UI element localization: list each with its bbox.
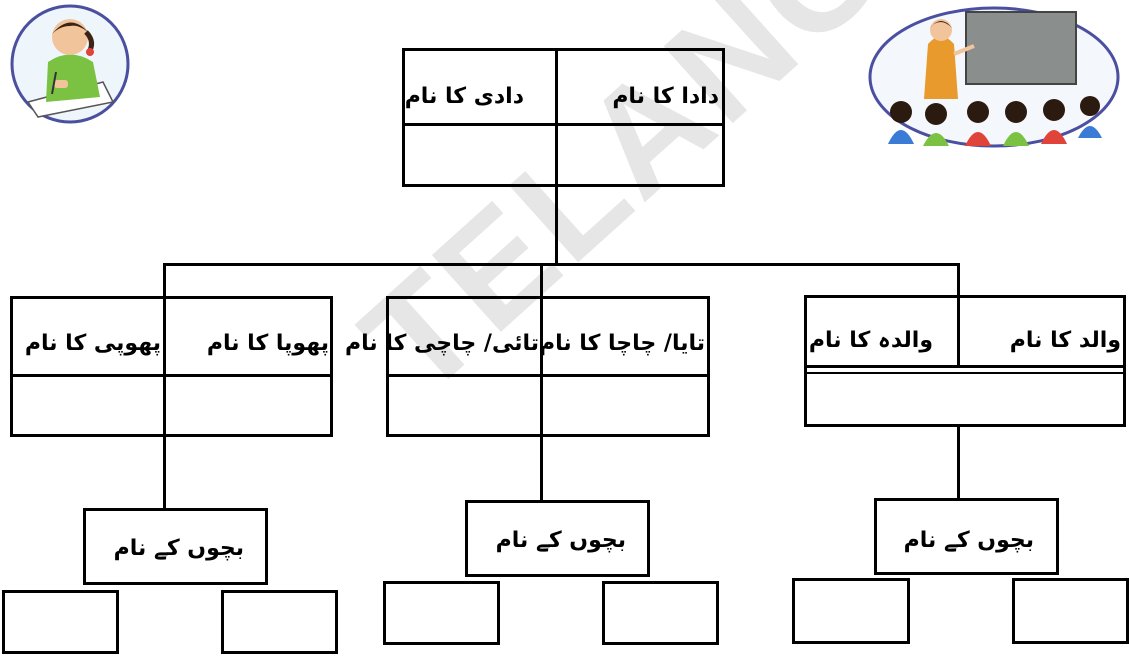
phupi-children-connector: [163, 437, 166, 509]
parents-divider-horizontal: [804, 365, 1126, 368]
parents-children-label: بچوں کے نام: [903, 528, 1034, 553]
phupi-children-label: بچوں کے نام: [113, 536, 244, 561]
phupi-child-field-1[interactable]: [221, 590, 338, 654]
grandfather-name-field[interactable]: [558, 126, 722, 184]
grandfather-name-label: دادا کا نام: [612, 84, 719, 109]
grandmother-name-label: دادی کا نام: [404, 84, 524, 109]
parents-child-field-2[interactable]: [792, 578, 910, 644]
parents-divider-vertical: [957, 295, 960, 365]
aunt-name-label: تائی/ چاچی کا نام: [345, 331, 539, 356]
uncle-aunt-children-label: بچوں کے نام: [495, 528, 626, 553]
uncle-aunt-children-label-box: [465, 500, 650, 577]
sibling-bus-connector: [163, 263, 960, 266]
teacher-classroom-illustration: [868, 6, 1120, 148]
phupi-box: [10, 296, 333, 437]
uncle-aunt-child-field-1[interactable]: [602, 581, 719, 645]
parents-divider-horizontal-2: [804, 372, 1126, 374]
drop-connector-left: [163, 263, 166, 296]
girl-writing-illustration: [10, 4, 130, 124]
phupi-divider-horizontal: [10, 374, 333, 377]
phupa-name-label: پھوپا کا نام: [206, 331, 329, 356]
phupi-name-label: پھوپی کا نام: [24, 331, 161, 356]
uncle-aunt-children-connector: [540, 437, 543, 501]
uncle-aunt-box: [386, 296, 710, 437]
phupa-name-field[interactable]: [166, 377, 330, 434]
parents-child-field-1[interactable]: [1012, 578, 1129, 644]
uncle-name-label: تایا/ چاچا کا نام: [539, 331, 705, 356]
trunk-connector: [555, 187, 558, 264]
uncle-aunt-child-field-2[interactable]: [383, 581, 500, 645]
grandmother-name-field[interactable]: [405, 126, 555, 184]
phupi-name-field[interactable]: [13, 377, 163, 434]
aunt-name-field[interactable]: [389, 377, 540, 434]
parents-children-connector: [957, 427, 960, 499]
mother-name-label: والدہ کا نام: [808, 328, 933, 353]
phupi-child-field-2[interactable]: [2, 590, 119, 654]
uncle-aunt-divider-vertical: [540, 296, 543, 437]
grandparents-box: [402, 48, 725, 187]
drop-connector-middle: [540, 263, 543, 296]
phupi-divider-vertical: [163, 296, 166, 437]
parents-children-label-box: [874, 498, 1059, 575]
uncle-aunt-divider-horizontal: [386, 374, 710, 377]
parents-name-field[interactable]: [807, 375, 1123, 424]
uncle-name-field[interactable]: [543, 377, 707, 434]
drop-connector-right: [957, 263, 960, 296]
grandparents-divider-vertical: [555, 48, 558, 187]
grandparents-divider-horizontal: [402, 123, 725, 126]
father-name-label: والد کا نام: [1009, 328, 1121, 353]
parents-box: [804, 295, 1126, 427]
phupi-children-label-box: [83, 508, 268, 585]
